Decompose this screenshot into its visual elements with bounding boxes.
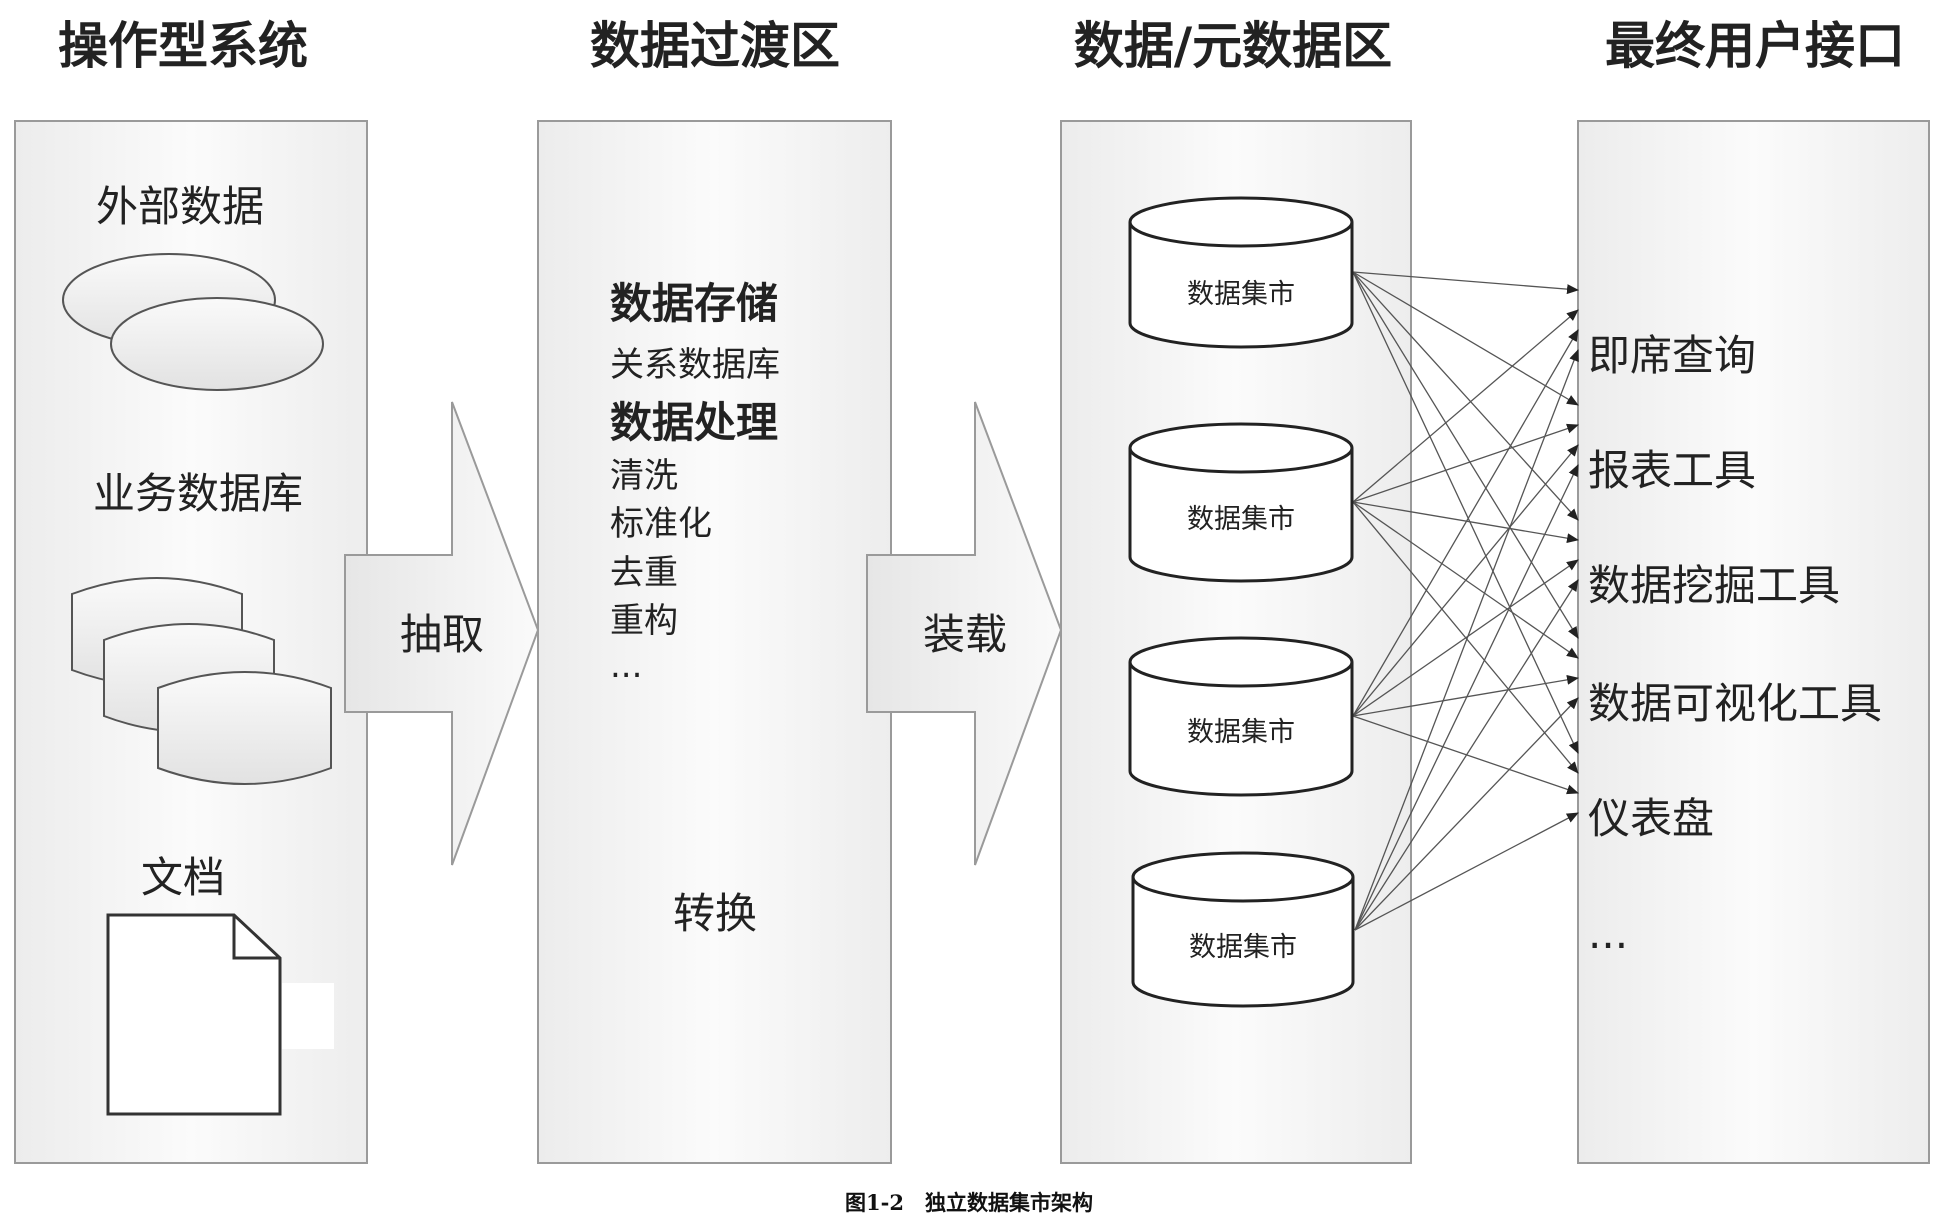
figure-caption: 图1-2 独立数据集市架构: [845, 1190, 1093, 1215]
document-icon: [106, 913, 334, 1116]
connection-arrow: [1352, 271, 1579, 639]
processing-items: 清洗 标准化 去重 重构 ...: [610, 456, 712, 686]
load-arrow: 装载: [866, 401, 1063, 866]
connection-arrow: [1352, 329, 1579, 717]
panel-end-user-interface: [1577, 120, 1930, 1164]
header-end-user-interface: 最终用户接口: [1605, 17, 1905, 75]
connection-arrow: [1352, 715, 1579, 795]
connection-arrow: [1354, 349, 1579, 931]
connection-arrow: [1354, 579, 1579, 931]
processing-item: ...: [610, 646, 642, 686]
connection-arrow: [1352, 271, 1579, 406]
business-database-label: 业务数据库: [93, 469, 303, 518]
data-mart-label: 数据集市: [1187, 717, 1295, 748]
data-mart: 数据集市: [1128, 636, 1354, 797]
load-label: 装载: [923, 610, 1007, 659]
data-mart: 数据集市: [1128, 196, 1354, 349]
header-data-metadata-area: 数据/元数据区: [1074, 17, 1392, 75]
header-staging-area: 数据过渡区: [590, 17, 840, 75]
connection-arrow: [1354, 464, 1579, 931]
external-data-label: 外部数据: [96, 182, 264, 231]
connection-arrow: [1352, 309, 1579, 503]
data-mart-label: 数据集市: [1187, 504, 1295, 535]
transform-label: 转换: [673, 889, 757, 938]
processing-item: 去重: [610, 553, 678, 593]
data-mart: 数据集市: [1128, 422, 1354, 583]
end-user-tools: 即席查询 报表工具 数据挖掘工具 数据可视化工具 仪表盘 ...: [1588, 331, 1882, 958]
tool-item: 报表工具: [1588, 446, 1756, 495]
processing-item: 重构: [610, 601, 678, 641]
connection-arrow: [1352, 444, 1579, 717]
connection-arrow: [1352, 674, 1579, 717]
data-storage-title: 数据存储: [610, 279, 778, 328]
data-mart: 数据集市: [1131, 851, 1355, 1008]
connection-arrow: [1352, 271, 1579, 754]
tool-item: 数据挖掘工具: [1588, 561, 1840, 610]
extract-label: 抽取: [400, 610, 484, 659]
connection-arrow: [1352, 559, 1579, 717]
panel-staging-area: [537, 120, 892, 1164]
connection-arrow: [1352, 501, 1579, 544]
connection-arrow: [1354, 812, 1579, 931]
data-mart-label: 数据集市: [1187, 279, 1295, 310]
connection-arrow: [1352, 271, 1579, 295]
processing-item: 标准化: [610, 504, 712, 544]
tool-item: 仪表盘: [1588, 794, 1714, 843]
relational-database-item: 关系数据库: [610, 345, 780, 385]
connection-arrow: [1354, 697, 1579, 931]
tool-item: 即席查询: [1588, 331, 1756, 380]
connection-arrow: [1352, 423, 1579, 503]
extract-arrow: 抽取: [344, 401, 540, 866]
external-data-ellipses: [62, 253, 324, 391]
tool-item: ...: [1588, 909, 1628, 958]
document-label: 文档: [141, 853, 225, 902]
data-processing-title: 数据处理: [610, 398, 778, 447]
data-mart-label: 数据集市: [1189, 932, 1297, 963]
header-operational-systems: 操作型系统: [58, 17, 308, 75]
connection-lines: [1352, 271, 1579, 931]
processing-item: 清洗: [610, 456, 678, 496]
connection-arrow: [1352, 271, 1579, 521]
business-database-icon: [71, 577, 332, 785]
tool-item: 数据可视化工具: [1588, 679, 1882, 728]
